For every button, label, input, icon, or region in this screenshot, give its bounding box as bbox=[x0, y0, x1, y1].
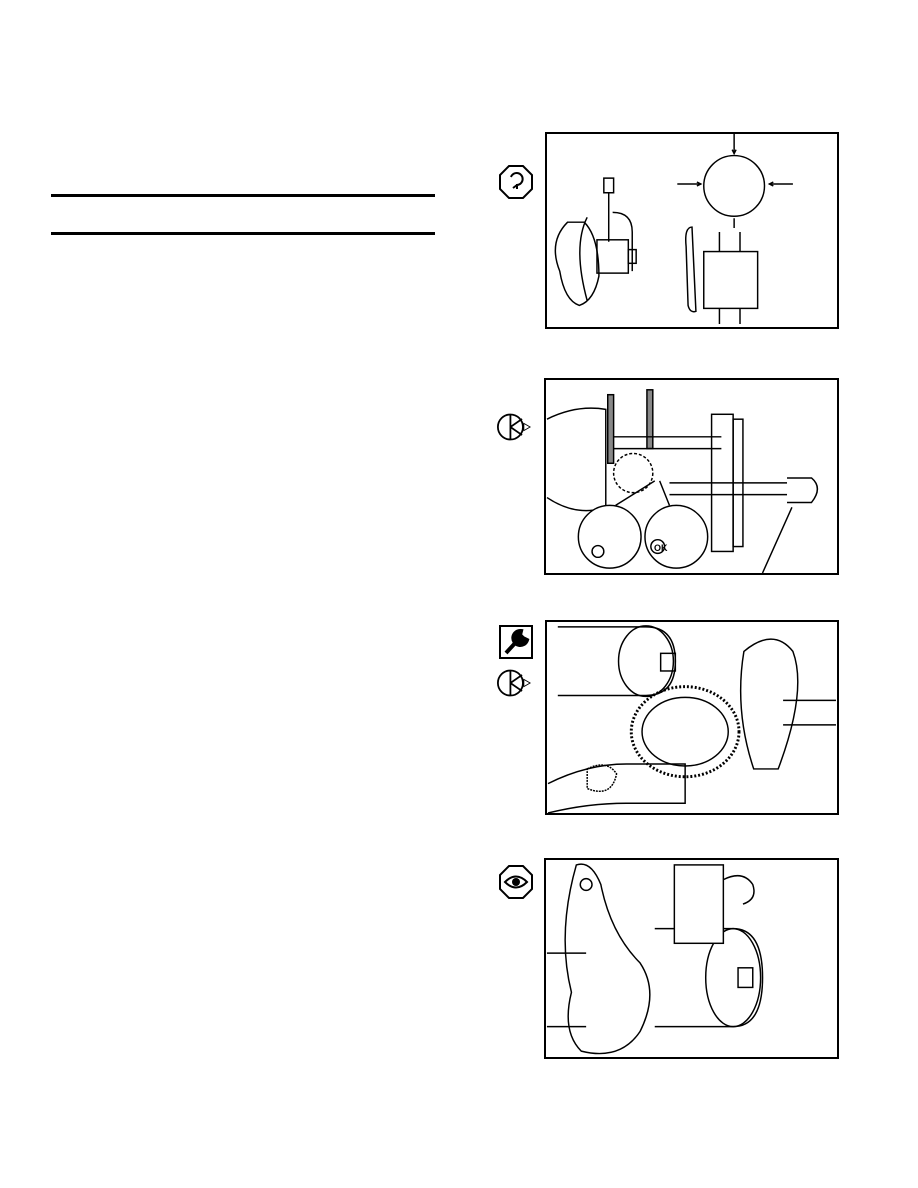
figure-measure-shaft bbox=[545, 132, 839, 329]
measure-icon bbox=[499, 165, 533, 199]
figure-shaft-inspection bbox=[544, 858, 839, 1059]
top-rule bbox=[51, 194, 435, 197]
wrench-icon bbox=[499, 625, 533, 659]
remove-icon bbox=[497, 410, 532, 444]
ok-label: OK bbox=[654, 543, 668, 553]
remove-icon bbox=[497, 666, 532, 700]
figure-gear-heating bbox=[545, 620, 839, 815]
bottom-rule bbox=[51, 232, 435, 235]
figure-gear-puller: OK bbox=[544, 378, 839, 575]
eye-icon bbox=[499, 865, 533, 899]
